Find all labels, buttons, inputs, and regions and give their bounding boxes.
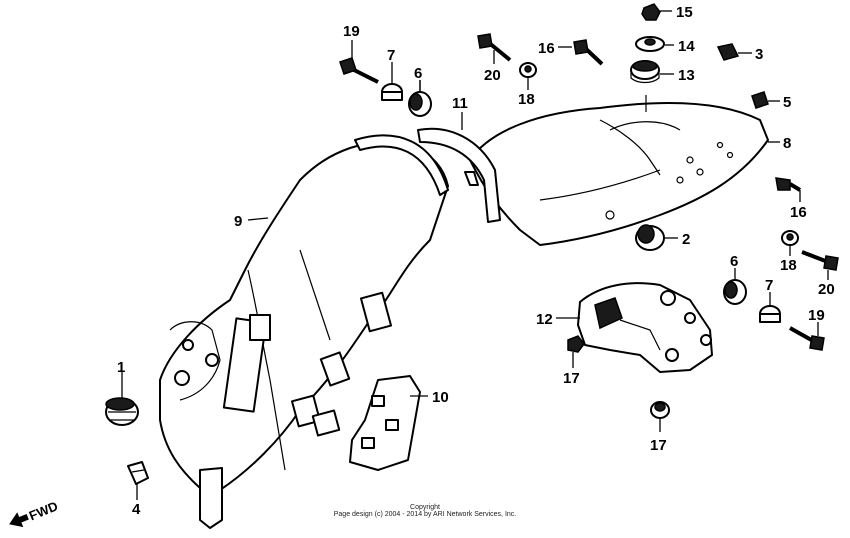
clip-part-5 <box>751 91 769 109</box>
grommet-part-1 <box>105 397 139 426</box>
callout-15: 15 <box>676 4 693 21</box>
bolt-part-16-lower <box>775 177 802 192</box>
collar-part-7-lower <box>759 305 781 323</box>
bolt-part-19-upper <box>339 57 379 84</box>
forward-direction-indicator: FWD <box>9 498 60 528</box>
callout-19-upper: 19 <box>343 23 360 40</box>
rear-fender-part-8 <box>469 95 769 246</box>
leader-lines <box>121 10 829 500</box>
copyright-title: Copyright <box>410 504 440 511</box>
callout-numbers: 1 2 3 4 5 6 6 7 7 8 9 10 11 12 13 14 15 … <box>117 4 835 518</box>
washer-part-18-upper <box>519 62 537 78</box>
cushion-part-13 <box>630 60 660 84</box>
callout-20-upper: 20 <box>484 67 501 84</box>
washer-part-18-lower <box>781 230 799 246</box>
inner-fender-part-9 <box>159 134 449 529</box>
copyright-notice: Page design (c) 2004 - 2014 by ARI Netwo… <box>333 511 517 518</box>
callout-10: 10 <box>432 389 449 406</box>
callout-12: 12 <box>536 311 553 328</box>
nut-part-15 <box>641 3 661 21</box>
callout-18-upper: 18 <box>518 91 535 108</box>
callout-16-upper: 16 <box>538 40 555 57</box>
callout-6-upper: 6 <box>414 65 422 82</box>
forward-arrow-icon <box>9 512 29 528</box>
callout-5: 5 <box>783 94 791 111</box>
collar-part-6-lower <box>723 279 747 305</box>
callout-14: 14 <box>678 38 695 55</box>
callout-20-lower: 20 <box>818 281 835 298</box>
callout-17-lower: 17 <box>650 437 667 454</box>
callout-17-upper: 17 <box>563 370 580 387</box>
washer-part-14 <box>635 36 665 52</box>
callout-1: 1 <box>117 359 125 376</box>
bracket-part-12 <box>577 282 713 373</box>
plate-part-10 <box>349 375 421 471</box>
callout-4: 4 <box>132 501 141 518</box>
callout-13: 13 <box>678 67 695 84</box>
clip-part-3 <box>716 43 740 61</box>
callout-7-lower: 7 <box>765 277 773 294</box>
collar-part-6-upper <box>408 91 432 117</box>
callout-9: 9 <box>234 213 242 230</box>
callout-2: 2 <box>682 231 690 248</box>
callout-18-lower: 18 <box>780 257 797 274</box>
nut-part-17-upper <box>567 335 585 353</box>
bolt-part-19-lower <box>789 326 825 351</box>
callout-16-lower: 16 <box>790 204 807 221</box>
nut-part-17-lower <box>650 401 670 419</box>
callout-11: 11 <box>452 95 468 112</box>
callout-3: 3 <box>755 46 763 63</box>
callout-8: 8 <box>783 135 791 152</box>
rubber-part-2 <box>635 224 665 251</box>
band-part-11 <box>417 127 501 223</box>
callout-19-lower: 19 <box>808 307 825 324</box>
clip-part-4 <box>127 461 149 485</box>
bolt-part-20-upper <box>477 33 512 62</box>
callout-7-upper: 7 <box>387 47 395 64</box>
callout-6-lower: 6 <box>730 253 738 270</box>
bolt-part-16-upper <box>573 39 604 66</box>
bolt-part-20-lower <box>801 250 839 271</box>
collar-part-7-upper <box>381 83 403 101</box>
